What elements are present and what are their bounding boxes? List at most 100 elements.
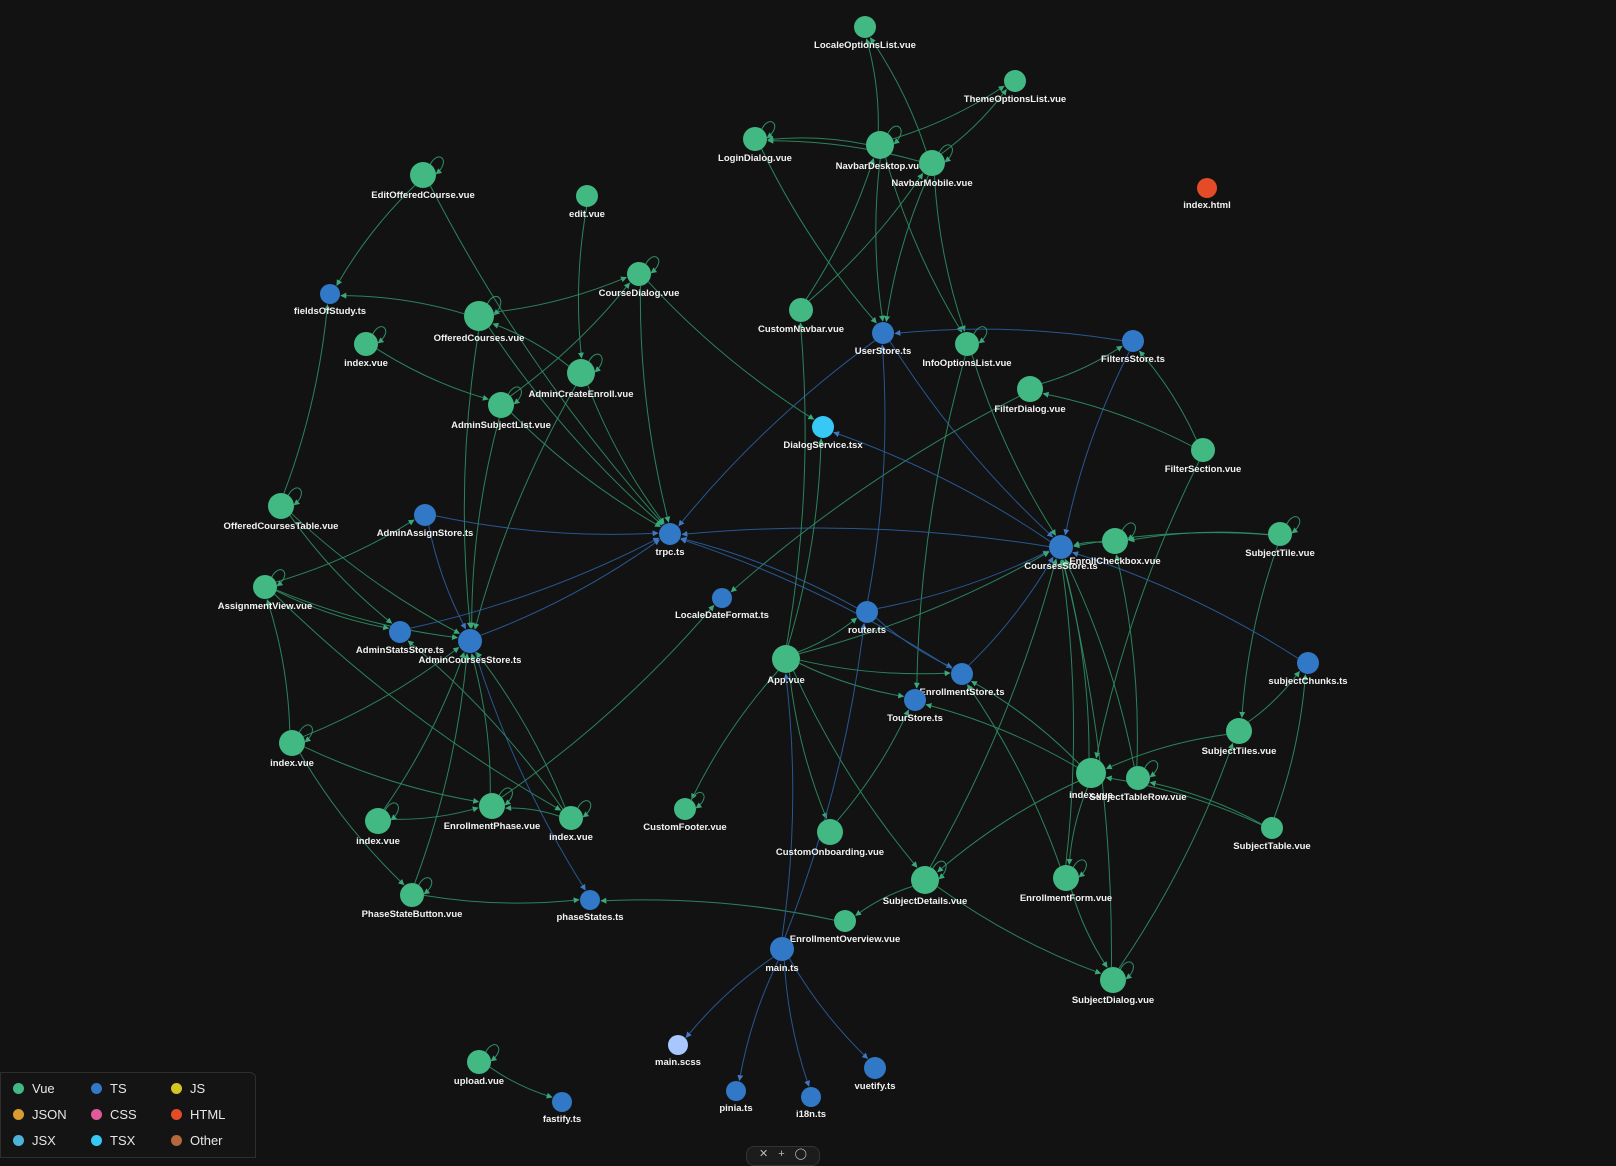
node-subjectchunks-ts[interactable]: subjectChunks.ts: [1268, 652, 1348, 687]
node-circle[interactable]: [1076, 758, 1106, 788]
node-circle[interactable]: [1122, 330, 1144, 352]
node-circle[interactable]: [854, 16, 876, 38]
node-circle[interactable]: [400, 883, 424, 907]
node-circle[interactable]: [559, 806, 583, 830]
node-circle[interactable]: [414, 504, 436, 526]
node-circle[interactable]: [320, 284, 340, 304]
node-circle[interactable]: [1191, 438, 1215, 462]
node-circle[interactable]: [1053, 865, 1079, 891]
node-subjecttable-vue[interactable]: SubjectTable.vue: [1233, 817, 1311, 852]
node-circle[interactable]: [866, 131, 894, 159]
node-navbarmobile-vue[interactable]: NavbarMobile.vue: [891, 144, 973, 189]
node-localeoptionslist-vue[interactable]: LocaleOptionsList.vue: [814, 16, 916, 51]
node-circle[interactable]: [410, 162, 436, 188]
node-circle[interactable]: [772, 645, 800, 673]
node-index-vue-2[interactable]: index.vue: [270, 724, 314, 769]
node-circle[interactable]: [1261, 817, 1283, 839]
node-enrollmentphase-vue[interactable]: EnrollmentPhase.vue: [444, 787, 541, 832]
node-circle[interactable]: [365, 808, 391, 834]
node-circle[interactable]: [467, 1050, 491, 1074]
node-circle[interactable]: [580, 890, 600, 910]
node-circle[interactable]: [1004, 70, 1026, 92]
node-circle[interactable]: [872, 322, 894, 344]
node-circle[interactable]: [488, 392, 514, 418]
node-adminsubjectlist-vue[interactable]: AdminSubjectList.vue: [451, 386, 551, 431]
node-customfooter-vue[interactable]: CustomFooter.vue: [643, 792, 727, 833]
node-circle[interactable]: [770, 937, 794, 961]
node-circle[interactable]: [856, 601, 878, 623]
node-filterdialog-vue[interactable]: FilterDialog.vue: [994, 376, 1066, 415]
node-circle[interactable]: [668, 1035, 688, 1055]
node-circle[interactable]: [1268, 522, 1292, 546]
node-circle[interactable]: [659, 523, 681, 545]
node-logindialog-vue[interactable]: LoginDialog.vue: [718, 121, 792, 164]
node-subjectdialog-vue[interactable]: SubjectDialog.vue: [1072, 961, 1154, 1006]
node-fieldsofstudy-ts[interactable]: fieldsOfStudy.ts: [294, 284, 366, 317]
node-dialogservice-tsx[interactable]: DialogService.tsx: [783, 416, 863, 451]
node-circle[interactable]: [712, 588, 732, 608]
node-enrollmentform-vue[interactable]: EnrollmentForm.vue: [1020, 859, 1112, 904]
node-circle[interactable]: [1297, 652, 1319, 674]
node-circle[interactable]: [1197, 178, 1217, 198]
node-index-vue-3[interactable]: index.vue: [1069, 758, 1113, 801]
node-circle[interactable]: [458, 629, 482, 653]
node-circle[interactable]: [834, 910, 856, 932]
node-upload-vue[interactable]: upload.vue: [454, 1044, 504, 1087]
node-circle[interactable]: [389, 621, 411, 643]
node-circle[interactable]: [576, 185, 598, 207]
node-subjecttiles-vue[interactable]: SubjectTiles.vue: [1202, 718, 1277, 757]
node-circle[interactable]: [812, 416, 834, 438]
node-circle[interactable]: [1226, 718, 1252, 744]
node-trpc-ts[interactable]: trpc.ts: [655, 523, 685, 558]
node-circle[interactable]: [567, 359, 595, 387]
node-offeredcourses-vue[interactable]: OfferedCourses.vue: [434, 295, 525, 344]
node-circle[interactable]: [1049, 535, 1073, 559]
node-circle[interactable]: [951, 663, 973, 685]
node-infooptionslist-vue[interactable]: InfoOptionsList.vue: [922, 326, 1012, 369]
node-editofferedcourse-vue[interactable]: EditOfferedCourse.vue: [371, 156, 475, 201]
node-fastify-ts[interactable]: fastify.ts: [543, 1092, 581, 1125]
node-circle[interactable]: [1102, 528, 1128, 554]
fit-view-icon[interactable]: ✕: [759, 1148, 769, 1160]
node-circle[interactable]: [1126, 766, 1150, 790]
node-circle[interactable]: [464, 301, 494, 331]
node-i18n-ts[interactable]: i18n.ts: [796, 1087, 826, 1120]
node-circle[interactable]: [864, 1057, 886, 1079]
node-circle[interactable]: [743, 127, 767, 151]
node-filtersection-vue[interactable]: FilterSection.vue: [1165, 438, 1242, 475]
node-index-vue-1[interactable]: index.vue: [344, 326, 388, 369]
node-edit-vue[interactable]: edit.vue: [569, 185, 605, 220]
node-filtersstore-ts[interactable]: FiltersStore.ts: [1101, 330, 1165, 365]
node-circle[interactable]: [253, 575, 277, 599]
zoom-icon[interactable]: +: [778, 1148, 785, 1160]
node-coursesstore-ts[interactable]: CoursesStore.ts: [1024, 535, 1098, 572]
reset-icon[interactable]: ◯: [794, 1148, 807, 1160]
node-pinia-ts[interactable]: pinia.ts: [719, 1081, 753, 1114]
node-circle[interactable]: [279, 730, 305, 756]
node-subjecttile-vue[interactable]: SubjectTile.vue: [1245, 516, 1315, 559]
node-circle[interactable]: [789, 298, 813, 322]
node-circle[interactable]: [268, 493, 294, 519]
node-vuetify-ts[interactable]: vuetify.ts: [854, 1057, 896, 1092]
node-localedateformat-ts[interactable]: LocaleDateFormat.ts: [675, 588, 769, 621]
node-main-ts[interactable]: main.ts: [765, 937, 799, 974]
node-circle[interactable]: [674, 798, 696, 820]
node-coursedialog-vue[interactable]: CourseDialog.vue: [599, 256, 680, 299]
node-circle[interactable]: [955, 332, 979, 356]
node-phasestates-ts[interactable]: phaseStates.ts: [556, 890, 624, 923]
node-circle[interactable]: [919, 150, 945, 176]
node-subjectdetails-vue[interactable]: SubjectDetails.vue: [883, 860, 967, 907]
node-main-scss[interactable]: main.scss: [655, 1035, 701, 1068]
node-admincreateenroll-vue[interactable]: AdminCreateEnroll.vue: [528, 353, 634, 400]
node-circle[interactable]: [354, 332, 378, 356]
node-circle[interactable]: [627, 262, 651, 286]
node-enrollmentoverview-vue[interactable]: EnrollmentOverview.vue: [790, 910, 901, 945]
node-circle[interactable]: [801, 1087, 821, 1107]
node-circle[interactable]: [817, 819, 843, 845]
node-circle[interactable]: [1100, 967, 1126, 993]
node-circle[interactable]: [1017, 376, 1043, 402]
node-adminstatsstore-ts[interactable]: AdminStatsStore.ts: [356, 621, 444, 656]
node-circle[interactable]: [904, 689, 926, 711]
node-assignmentview-vue[interactable]: AssignmentView.vue: [218, 569, 313, 612]
